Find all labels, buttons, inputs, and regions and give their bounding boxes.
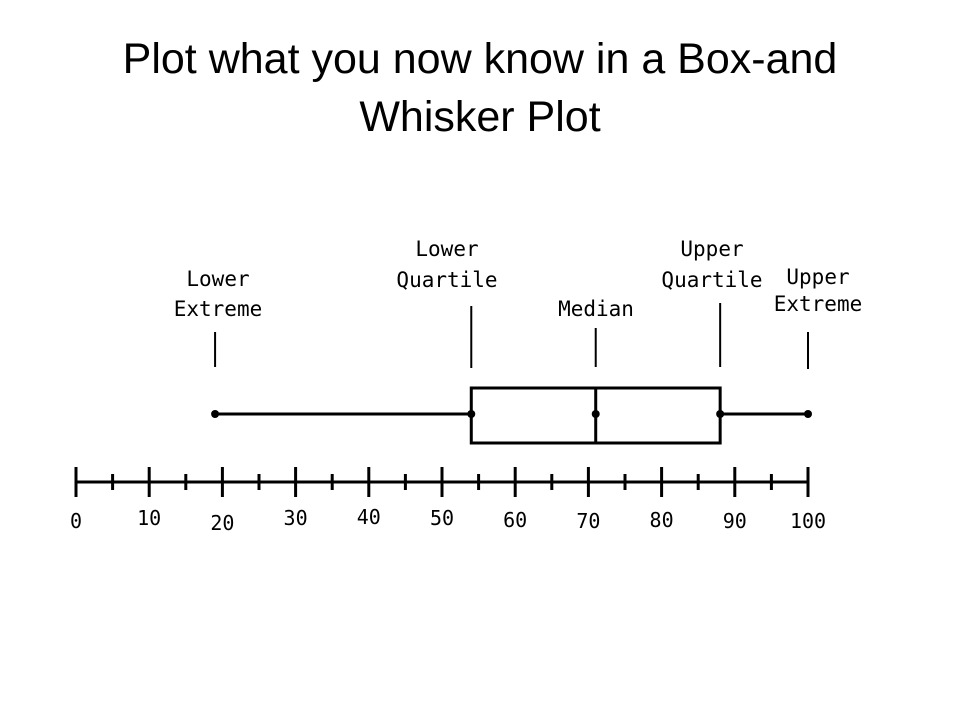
slide-title-line-2: Whisker Plot bbox=[359, 93, 601, 141]
annotation-median-text: Median bbox=[558, 297, 634, 321]
tick-label: 10 bbox=[137, 506, 161, 530]
five-number-point bbox=[804, 410, 812, 418]
annotation-lower-quartile-text: Quartile bbox=[396, 268, 497, 292]
tick-label: 50 bbox=[430, 506, 454, 530]
tick-label: 0 bbox=[70, 509, 82, 533]
tick-label: 60 bbox=[503, 508, 527, 532]
annotation-upper-extreme-text: Extreme bbox=[774, 292, 863, 316]
five-number-point bbox=[467, 410, 476, 418]
tick-label: 80 bbox=[650, 508, 674, 532]
tick-label: 100 bbox=[790, 509, 826, 533]
slide-title: Plot what you now know in a Box-and Whis… bbox=[40, 30, 920, 146]
tick-label: 20 bbox=[210, 511, 234, 535]
five-number-point bbox=[211, 410, 220, 418]
slide-title-line-1: Plot what you now know in a Box-and bbox=[122, 35, 838, 83]
annotation-upper-extreme-text: Upper bbox=[786, 265, 849, 289]
five-number-point bbox=[591, 410, 600, 418]
tick-label: 70 bbox=[576, 509, 600, 533]
annotation-lower-extreme-text: Extreme bbox=[174, 297, 263, 321]
annotation-upper-quartile-text: Upper bbox=[680, 237, 743, 261]
tick-label: 30 bbox=[284, 506, 308, 530]
annotation-upper-quartile-text: Quartile bbox=[661, 268, 762, 292]
annotation-lower-extreme-text: Lower bbox=[186, 267, 249, 291]
tick-label: 90 bbox=[723, 509, 747, 533]
tick-label: 40 bbox=[357, 505, 381, 529]
annotation-lower-quartile-text: Lower bbox=[415, 237, 478, 261]
five-number-point bbox=[716, 410, 725, 418]
